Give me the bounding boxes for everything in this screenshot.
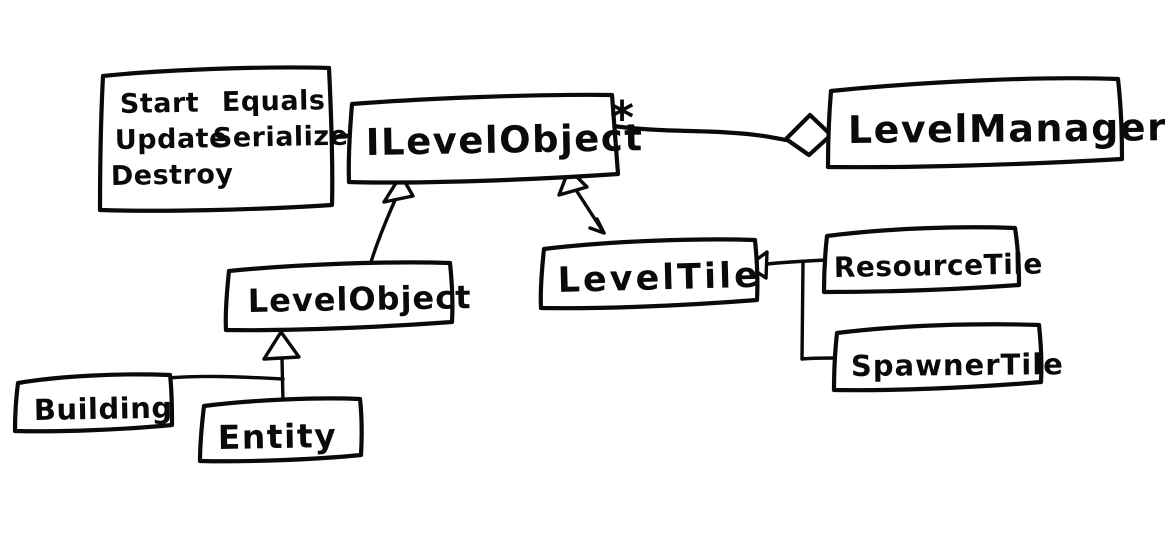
levelobject-border bbox=[223, 260, 455, 333]
method-label-destroy: Destroy bbox=[111, 159, 234, 192]
method-label-equals: Equals bbox=[222, 85, 326, 118]
class-box-building: Building bbox=[12, 372, 175, 434]
ilevelobject-border bbox=[346, 92, 621, 185]
arrowhead-leveltile-icon bbox=[588, 217, 606, 235]
leveltile-border bbox=[538, 237, 760, 311]
class-box-leveltile: LevelTile bbox=[538, 237, 761, 311]
multiplicity-star: * bbox=[610, 91, 634, 145]
class-label-entity: Entity bbox=[217, 416, 337, 457]
spawnertile-border bbox=[831, 322, 1044, 393]
class-box-spawnertile: SpawnerTile bbox=[831, 322, 1064, 393]
building-border bbox=[12, 372, 175, 434]
aggregation-line bbox=[611, 123, 789, 143]
methods-note-border bbox=[97, 65, 335, 213]
class-label-resourcetile: ResourceTile bbox=[834, 247, 1044, 284]
class-label-spawnertile: SpawnerTile bbox=[851, 347, 1064, 383]
class-label-building: Building bbox=[34, 391, 173, 427]
method-label-start: Start bbox=[120, 88, 200, 120]
class-box-levelobject: LevelObject bbox=[223, 260, 472, 333]
resourcetile-border bbox=[821, 225, 1022, 295]
inheritance-line-resourcetile bbox=[765, 258, 828, 266]
levelmanager-border bbox=[825, 76, 1125, 170]
class-label-levelobject: LevelObject bbox=[247, 278, 471, 320]
class-label-leveltile: LevelTile bbox=[557, 256, 761, 301]
inheritance-triangle-entity-icon bbox=[262, 330, 301, 361]
method-label-update: Update bbox=[115, 123, 229, 156]
inheritance-line-spawnertile bbox=[800, 260, 838, 361]
class-label-levelmanager: LevelManager bbox=[848, 105, 1165, 152]
class-box-resourcetile: ResourceTile bbox=[821, 225, 1044, 295]
inheritance-triangle-levelobject-icon bbox=[382, 173, 415, 204]
inheritance-line-building bbox=[166, 374, 285, 381]
aggregation-diamond-icon bbox=[783, 112, 834, 158]
method-label-serialize: Serialize bbox=[213, 121, 349, 154]
class-box-entity: Entity bbox=[197, 396, 364, 464]
class-box-methods-note: Start Equals Update Serialize Destroy bbox=[97, 65, 349, 213]
class-box-levelmanager: LevelManager bbox=[825, 76, 1165, 170]
inheritance-line-levelobject bbox=[369, 196, 398, 264]
entity-border bbox=[197, 396, 364, 464]
class-box-ilevelobject: ILevelObject bbox=[346, 92, 644, 185]
class-label-ilevelobject: ILevelObject bbox=[365, 116, 643, 164]
